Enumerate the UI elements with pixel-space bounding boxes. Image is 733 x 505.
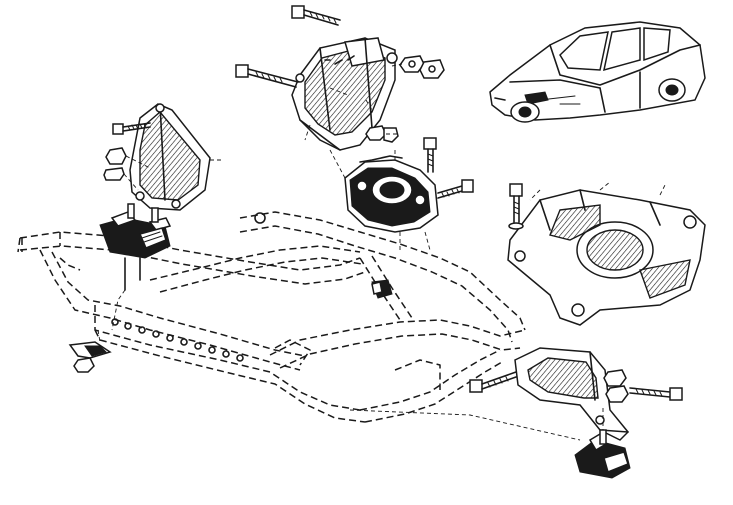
rear-mount-right-bolt xyxy=(603,369,683,403)
center-right-bolt xyxy=(437,179,474,199)
right-gearbox-bracket xyxy=(507,189,706,326)
rear-rubber-mount xyxy=(574,408,631,479)
upper-top-bolt xyxy=(291,5,341,26)
upper-engine-mount-bracket xyxy=(291,37,398,151)
rear-gearbox-mount xyxy=(514,347,630,441)
upper-left-bolt xyxy=(235,64,299,88)
left-bracket-bolt xyxy=(112,122,151,135)
center-engine-mount xyxy=(329,149,439,251)
car-locator-view xyxy=(489,21,706,123)
left-bracket-nuts xyxy=(103,147,222,191)
assembly-leader-lines xyxy=(111,87,581,441)
center-small-clip xyxy=(371,279,393,299)
front-subframe xyxy=(17,211,526,423)
center-top-bolt xyxy=(423,137,437,173)
rear-mount-left-bolt xyxy=(469,371,517,393)
left-rubber-mount xyxy=(99,203,172,291)
upper-right-nuts xyxy=(304,55,445,143)
right-bracket-bolt xyxy=(508,181,666,230)
left-lower-clip xyxy=(68,329,112,373)
left-engine-mount-bracket xyxy=(129,103,211,211)
